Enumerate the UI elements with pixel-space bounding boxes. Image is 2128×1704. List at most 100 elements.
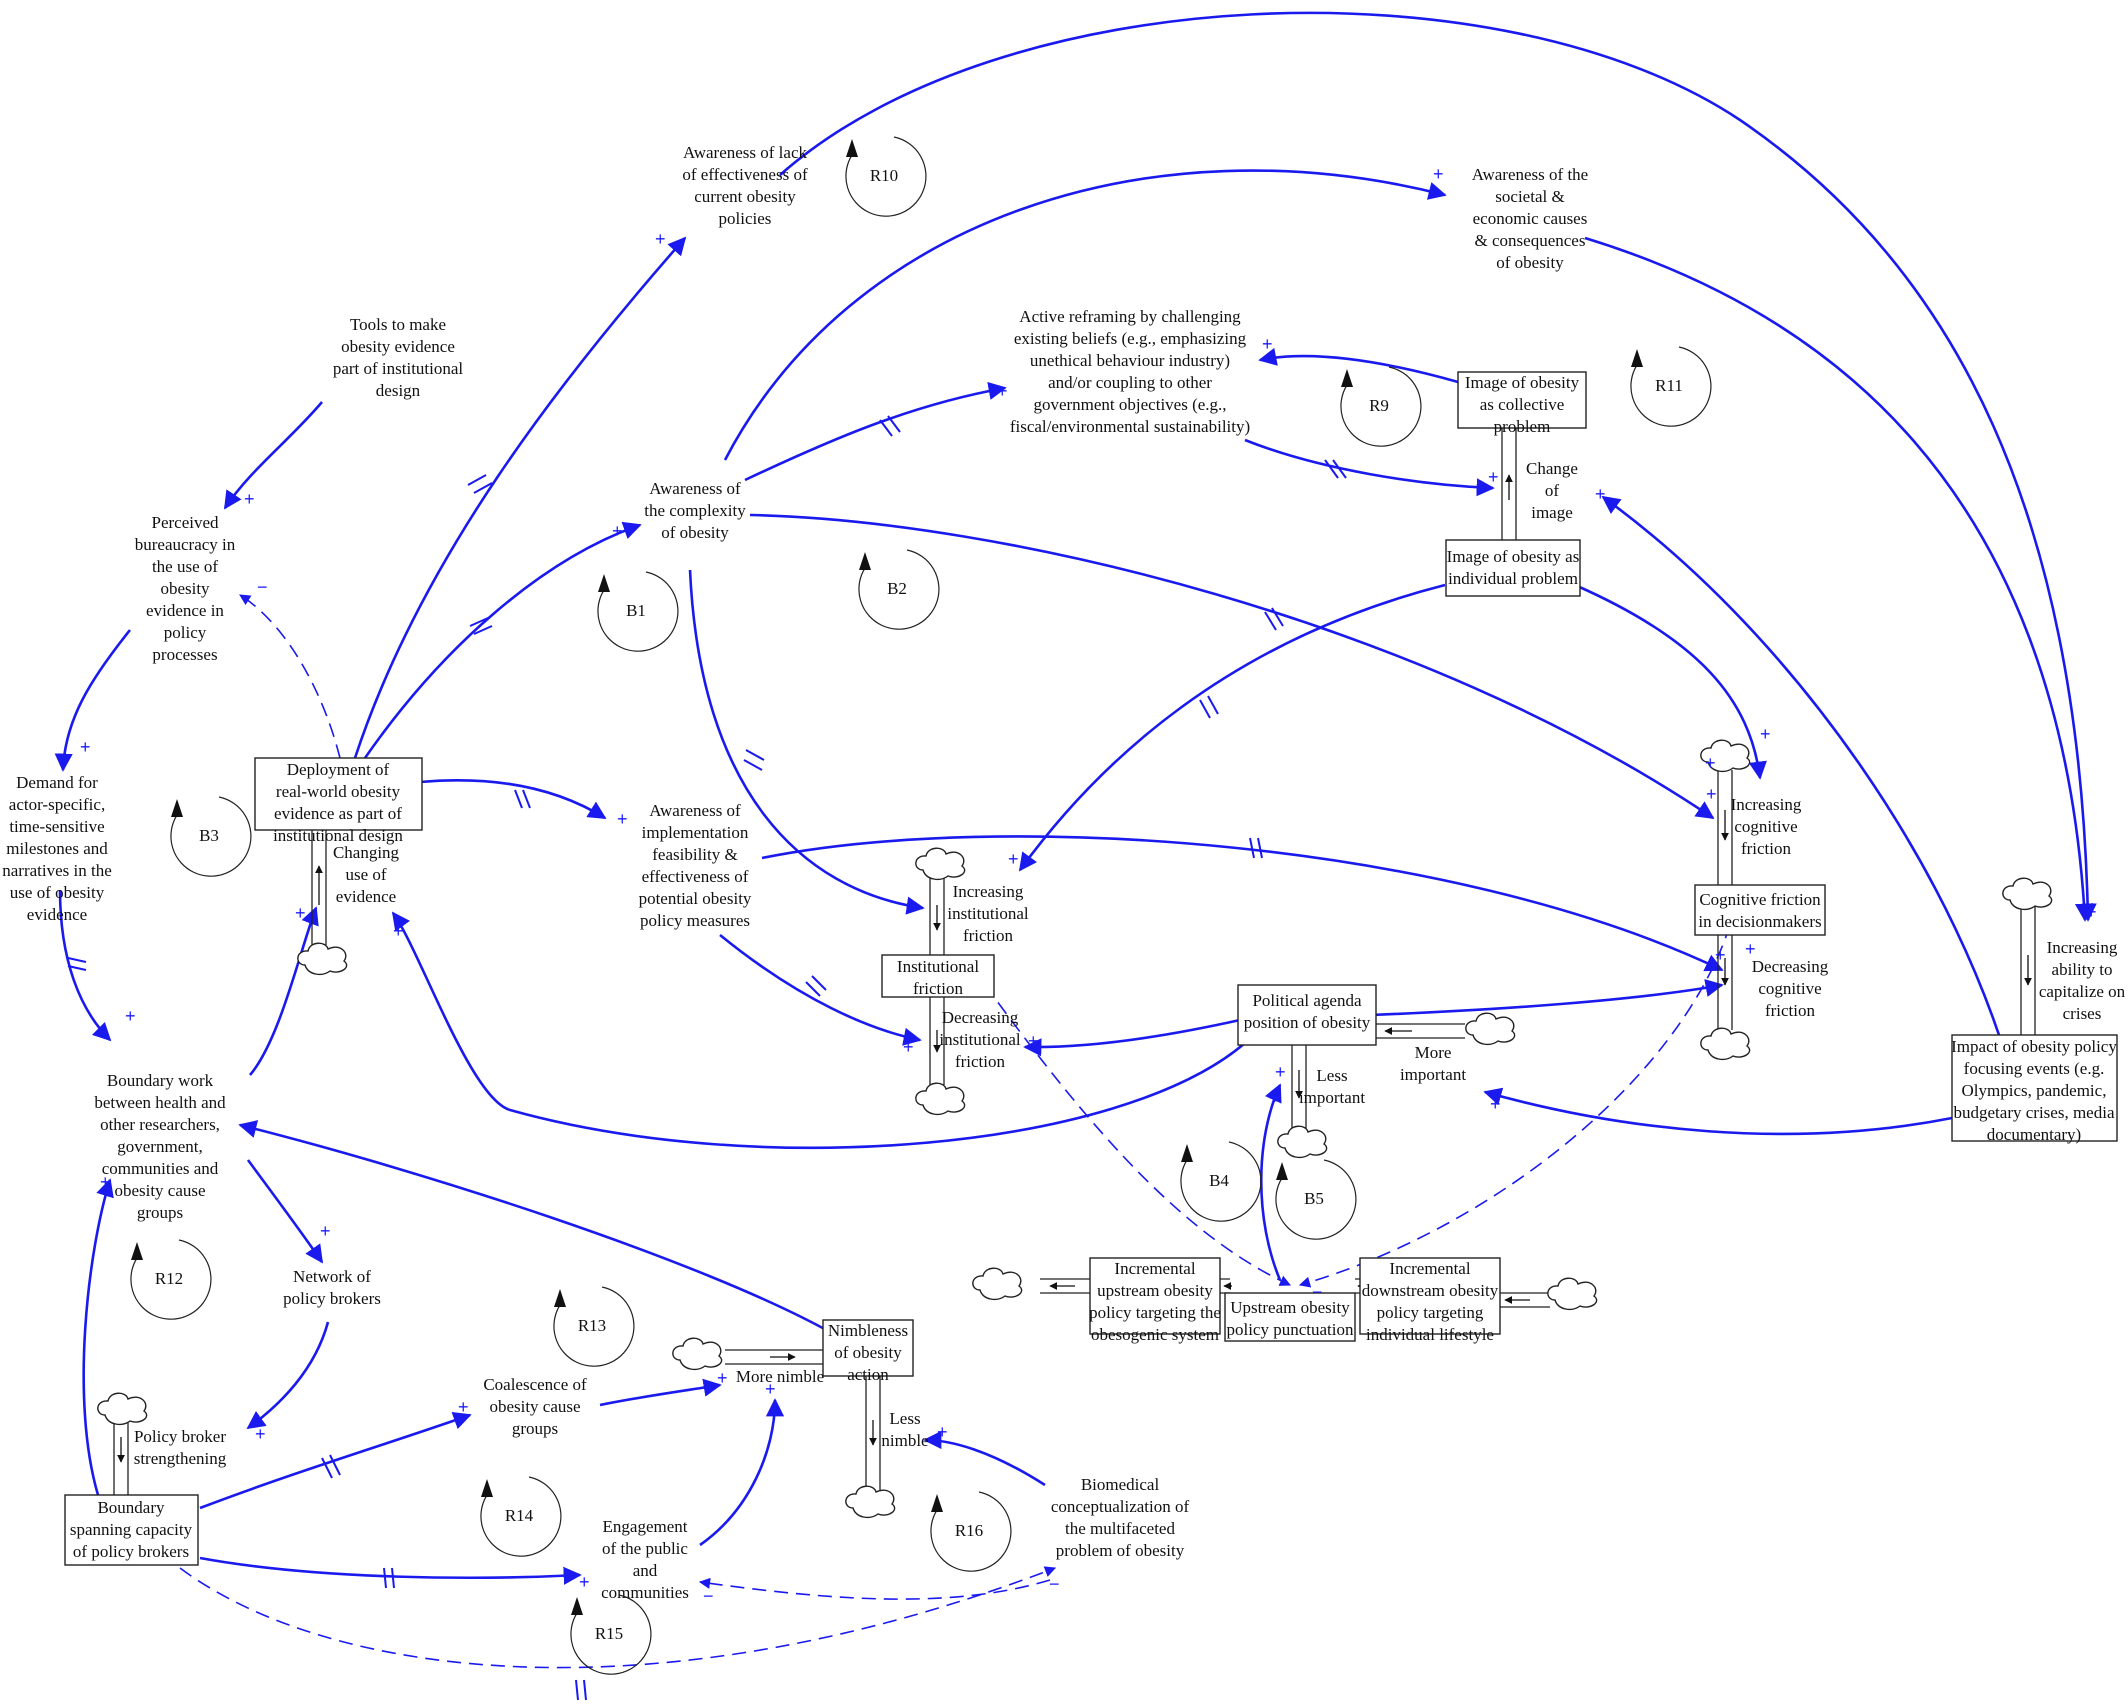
link-complexity-to-reframing bbox=[744, 381, 1007, 482]
link-complexity-to-societal bbox=[723, 169, 1447, 461]
cloud-icon bbox=[297, 942, 348, 976]
polarity-plus: + bbox=[1745, 939, 1756, 959]
stock-boxes bbox=[64, 371, 2118, 1566]
link-perceived-to-demand bbox=[54, 629, 132, 772]
loop-arrow-icon bbox=[1341, 369, 1353, 387]
stock-box-incr-upstream bbox=[1089, 1257, 1221, 1335]
loop-arrow-icon bbox=[481, 1479, 493, 1497]
link-individual-to-increasing-inst bbox=[1018, 583, 1446, 872]
link-demand-to-boundary-work bbox=[58, 889, 112, 1042]
polarity-plus: + bbox=[1008, 849, 1019, 869]
link-individual-to-increasing-cog bbox=[1574, 583, 1767, 780]
link-spanning-to-engagement bbox=[199, 1556, 582, 1585]
polarity-plus: + bbox=[458, 1397, 469, 1417]
link-awareness-lack-to-ability bbox=[779, 11, 2097, 922]
polarity-plus: + bbox=[1262, 334, 1273, 354]
polarity-plus: + bbox=[100, 1172, 111, 1192]
link-biomedical-to-less-nimble bbox=[923, 1430, 1046, 1487]
polarity-plus: + bbox=[1705, 753, 1716, 773]
link-societal-to-ability bbox=[1584, 236, 2094, 922]
polarity-minus: − bbox=[703, 1586, 714, 1606]
polarity-plus: + bbox=[1760, 724, 1771, 744]
polarity-plus: + bbox=[997, 381, 1008, 401]
stock-box-boundary-spanning bbox=[64, 1494, 199, 1566]
polarity-minus: − bbox=[257, 577, 268, 597]
cloud-icon bbox=[1700, 1027, 1751, 1061]
cloud-icon bbox=[972, 1267, 1023, 1301]
polarity-minus: − bbox=[1049, 1574, 1060, 1594]
link-collective-to-reframing bbox=[1258, 347, 1459, 384]
link-complexity-to-increasing-inst bbox=[688, 569, 925, 915]
link-implementation-to-decreasing-cog bbox=[761, 835, 1724, 972]
polarity-plus: + bbox=[765, 1379, 776, 1399]
stock-box-nimbleness bbox=[822, 1319, 914, 1377]
link-spanning-to-biomedical-dashed bbox=[179, 1566, 1057, 1669]
loop-b3: B3 bbox=[170, 796, 252, 877]
link-impact-to-change-image bbox=[1601, 495, 2017, 1089]
polarity-plus: + bbox=[937, 1422, 948, 1442]
polarity-plus: + bbox=[125, 1006, 136, 1026]
polarity-plus: + bbox=[244, 489, 255, 509]
loop-label: R10 bbox=[870, 166, 898, 185]
loop-b2: B2 bbox=[858, 549, 940, 630]
loop-label: B2 bbox=[887, 579, 907, 598]
link-political-to-decreasing-inst bbox=[1023, 1018, 1241, 1057]
polarity-plus: + bbox=[393, 921, 404, 941]
polarity-plus: + bbox=[80, 737, 91, 757]
loop-label: B4 bbox=[1209, 1171, 1229, 1190]
link-inst-friction-to-punctuation-dashed bbox=[984, 984, 1292, 1286]
loop-arrow-icon bbox=[554, 1289, 566, 1307]
link-biomedical-to-engagement-dashed bbox=[698, 1577, 1051, 1600]
polarity-plus: + bbox=[255, 1424, 266, 1444]
loop-r14: R14 bbox=[480, 1476, 562, 1557]
polarity-plus: + bbox=[1433, 164, 1444, 184]
polarity-plus: + bbox=[903, 1037, 914, 1057]
causal-links bbox=[54, 11, 2097, 1585]
cloud-icon bbox=[1700, 739, 1751, 773]
loop-r10: R10 bbox=[845, 136, 927, 217]
link-spanning-to-coalescence bbox=[199, 1411, 472, 1510]
loop-r13: R13 bbox=[553, 1286, 635, 1367]
polarity-minus: − bbox=[1312, 1282, 1323, 1302]
cloud-icon bbox=[845, 1485, 896, 1519]
stock-box-upstream-punct bbox=[1224, 1292, 1356, 1342]
stock-box-image-individual bbox=[1445, 539, 1581, 597]
link-political-to-changing-use bbox=[391, 911, 1246, 1150]
loop-arrow-icon bbox=[571, 1597, 583, 1615]
link-complexity-to-increasing-cog bbox=[749, 513, 1715, 820]
polarity-plus: + bbox=[1706, 784, 1717, 804]
polarity-plus: + bbox=[579, 1572, 590, 1592]
polarity-plus: + bbox=[617, 809, 628, 829]
loop-r15: R15 bbox=[570, 1594, 652, 1675]
cloud-icon bbox=[97, 1392, 148, 1426]
cloud-icon bbox=[915, 1082, 966, 1116]
delay-marks bbox=[67, 415, 1347, 1701]
stock-box-political-agenda bbox=[1237, 984, 1377, 1046]
link-network-to-strengthening bbox=[246, 1321, 330, 1430]
stock-box-image-collective bbox=[1457, 371, 1587, 429]
polarity-plus: + bbox=[1715, 945, 1726, 965]
polarity-plus: + bbox=[1595, 484, 1606, 504]
link-implementation-to-decreasing-inst bbox=[719, 933, 922, 1046]
polarity-plus: + bbox=[1488, 467, 1499, 487]
stock-box-impact-focusing bbox=[1951, 1034, 2118, 1142]
